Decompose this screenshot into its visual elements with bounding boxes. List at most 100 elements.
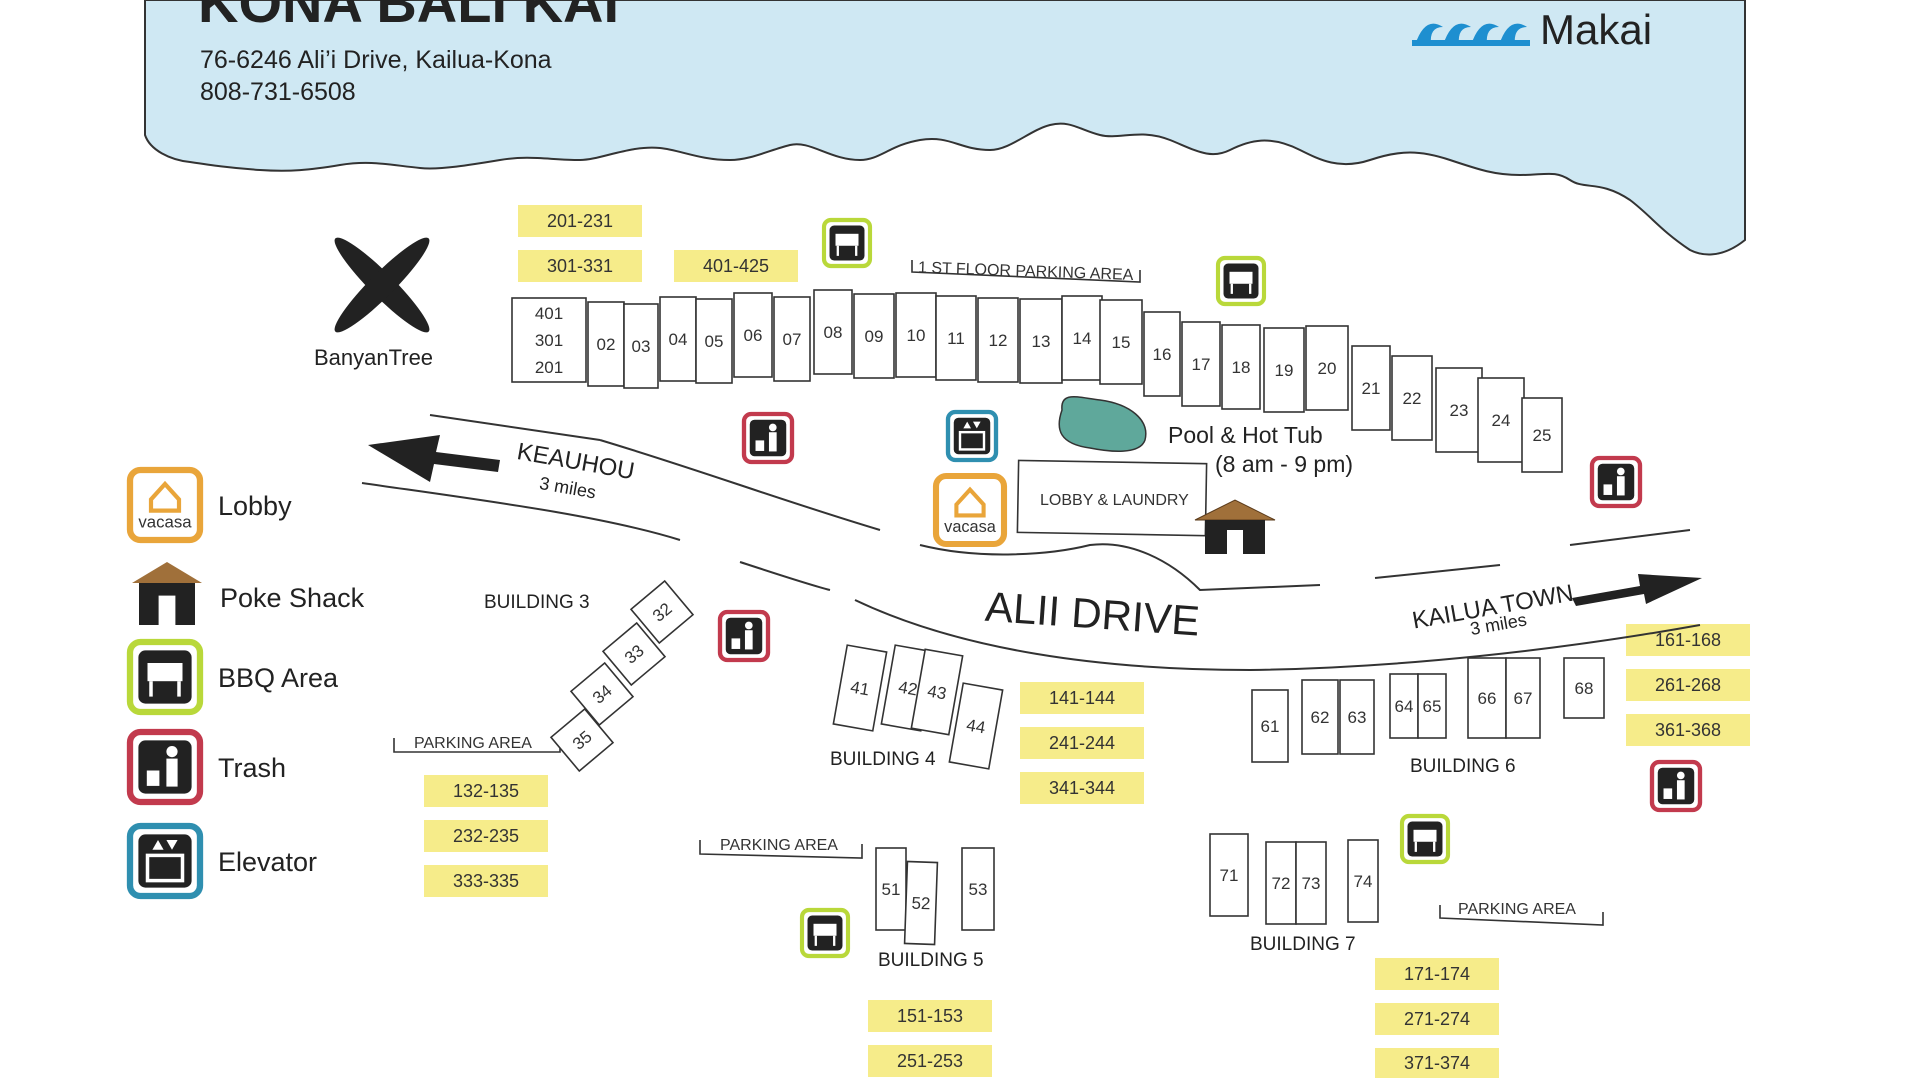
unit-14 [1061,295,1103,381]
unit-64: 64 [1389,673,1419,739]
unit-74: 74 [1347,839,1379,923]
parking-b3-label: PARKING AREA [414,735,532,752]
wave-icon [1412,23,1530,46]
unit-61: 61 [1251,689,1289,763]
banyan-tree-label: BanyanTree [314,345,433,370]
legend-trash-label: Trash [218,753,286,783]
unit-number: 301 [535,331,563,350]
range-tag-b7 [1375,1048,1499,1078]
legend-lobby-label: Lobby [218,491,292,521]
range-tag-b4 [1020,682,1144,714]
vacasa-text: vacasa [944,518,997,536]
unit-19 [1263,327,1305,413]
legend-poke-label: Poke Shack [220,583,365,613]
unit-67: 67 [1505,657,1541,739]
unit-number: 21 [1362,379,1381,398]
unit-number: 73 [1302,874,1321,893]
parking-b7-bracket [1439,905,1604,926]
unit-number: 65 [1423,697,1442,716]
grill-icon [126,638,204,716]
range-tag-main [674,250,798,282]
pool-label: Pool & Hot Tub [1168,422,1323,448]
unit-1 [511,297,587,383]
unit-box [948,682,1004,770]
trash-person-icon [1649,759,1703,813]
unit-4 [659,296,697,382]
map-icons: vacasa [717,217,1703,959]
unit-box [1301,679,1339,755]
road-edge-south3 [854,599,1701,672]
range-tag-text: 301-331 [547,256,613,276]
unit-number: 43 [926,681,948,703]
lobby-laundry-label: LOBBY & LAUNDRY [1040,492,1189,509]
unit-24 [1477,377,1525,463]
unit-number: 22 [1403,389,1422,408]
trash-person-icon [126,728,204,806]
unit-34: 34 [569,661,635,727]
range-tag-b7 [1375,958,1499,990]
resort-address: 76-6246 Ali’i Drive, Kailua-Kona [200,46,552,74]
legend-elevator-label: Elevator [218,847,317,877]
unit-number: 02 [597,335,616,354]
range-tag-text: 201-231 [547,211,613,231]
road-edge-south2 [739,561,831,591]
unit-73: 73 [1295,841,1327,925]
range-tag-text: 232-235 [453,826,519,846]
range-tag-text: 171-174 [1404,964,1470,984]
range-tag-b5 [868,1045,992,1077]
unit-68: 68 [1563,657,1605,719]
range-tag-text: 251-253 [897,1051,963,1071]
unit-72: 72 [1265,841,1297,925]
pool-hours: (8 am - 9 pm) [1215,451,1353,477]
first-floor-parking-bracket [911,260,1141,283]
ocean [144,0,1746,256]
unit-53: 53 [961,847,995,931]
vacasa-house-icon: vacasa [932,472,1008,548]
unit-box [569,661,635,727]
parking-b5-bracket [699,840,863,859]
unit-41: 41 [832,644,888,732]
unit-number: 42 [897,677,919,699]
brand-name: Makai [1540,6,1652,53]
lobby-laundry-building [1016,459,1208,537]
parking-b5-label: PARKING AREA [720,837,838,854]
unit-43: 43 [910,648,964,736]
range-tag-text: 141-144 [1049,688,1115,708]
range-tag-b3 [424,865,548,897]
unit-17 [1181,321,1221,407]
elevator-icon [945,409,999,463]
unit-number: 41 [849,677,871,699]
building-3-label: BUILDING 3 [484,592,590,613]
building-6-label: BUILDING 6 [1410,756,1516,777]
unit-number: 18 [1232,358,1251,377]
grill-icon [1215,255,1267,307]
unit-number: 17 [1192,355,1211,374]
parking-b7-label: PARKING AREA [1458,901,1576,918]
vacasa-house-icon: vacasa [126,466,204,544]
building-4-label: BUILDING 4 [830,749,936,770]
building-7-label: BUILDING 7 [1250,934,1356,955]
range-tag-text: 401-425 [703,256,769,276]
unit-63: 63 [1339,679,1375,755]
unit-13 [1019,298,1063,384]
unit-25 [1521,397,1563,473]
unit-65: 65 [1417,673,1447,739]
unit-number: 24 [1492,411,1511,430]
unit-box [1209,833,1249,917]
range-tag-text: 371-374 [1404,1053,1470,1073]
unit-16 [1143,311,1181,397]
range-tag-b3 [424,820,548,852]
unit-6 [733,292,773,378]
unit-number: 66 [1478,689,1497,708]
unit-number: 15 [1112,333,1131,352]
unit-box [1347,839,1379,923]
unit-3 [623,303,659,389]
unit-18 [1221,324,1261,410]
alii-drive-label: ALII DRIVE [984,583,1202,645]
range-tag-b3 [424,775,548,807]
unit-number: 68 [1575,679,1594,698]
range-tag-text: 333-335 [453,871,519,891]
